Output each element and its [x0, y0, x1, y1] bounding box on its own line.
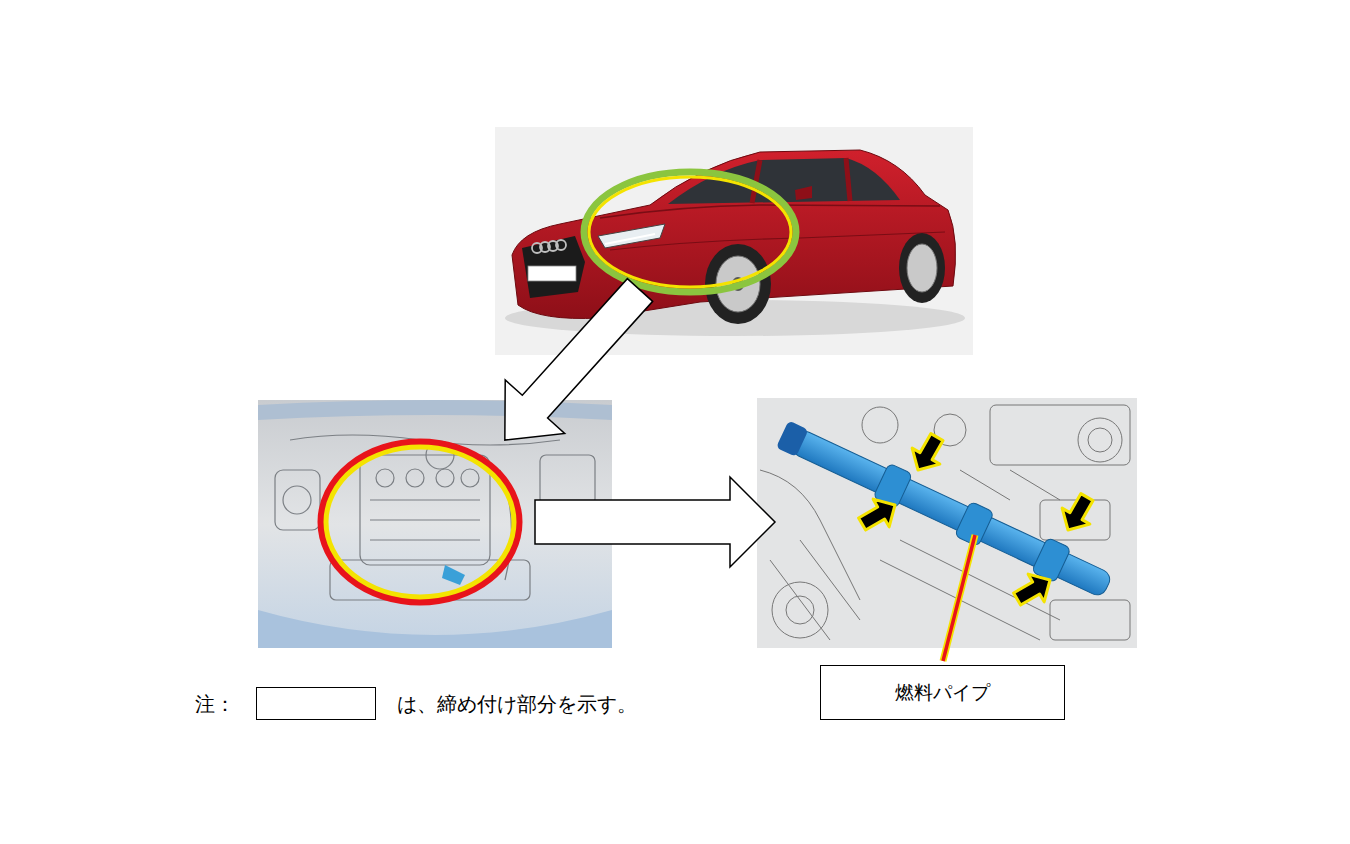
leader-line: [943, 535, 975, 661]
tightening-arrow: [1009, 566, 1058, 613]
fuel-pipe-picture: [760, 405, 1130, 640]
flow-arrow: [475, 263, 775, 567]
engine-bay-picture: [436, 469, 454, 487]
engine-bay-picture: [360, 455, 490, 565]
car-photo: [795, 186, 812, 200]
car-photo: [512, 150, 956, 318]
engine-bay-picture: [321, 442, 519, 602]
car-photo: [556, 240, 566, 250]
car-photo: [589, 177, 791, 287]
engine-bay-picture: [370, 500, 480, 540]
engine-bay-picture: [283, 486, 311, 514]
fuel-pipe-picture: [776, 420, 809, 456]
engine-bay-picture: [326, 447, 514, 597]
car-photo: [528, 266, 576, 281]
fuel-pipe-picture: [1078, 418, 1122, 462]
fuel-pipe-picture: [789, 428, 1112, 598]
car-photo: [899, 233, 945, 303]
car-photo: [495, 127, 973, 355]
fuel-pipe-picture: [757, 398, 1137, 648]
fuel-pipe-picture: [990, 405, 1130, 465]
legend-text: は、締め付け部分を示す。: [397, 692, 637, 716]
fuel-pipe-picture: [770, 540, 860, 640]
tightening-arrow: [904, 429, 951, 478]
legend-swatch: [256, 687, 376, 720]
fuel-pipe-picture: [760, 470, 860, 600]
part-name: 燃料パイプ: [895, 681, 990, 704]
leader-line: [943, 535, 975, 661]
fuel-pipe-picture: [1050, 600, 1130, 640]
car-photo: [584, 172, 796, 292]
flow-arrow: [475, 263, 670, 467]
flow-arrow: [535, 477, 775, 567]
engine-bay-picture: [406, 469, 424, 487]
engine-bay-picture: [376, 469, 394, 487]
fuel-pipe-picture: [862, 407, 898, 443]
engine-bay-picture: [540, 455, 595, 505]
leader-line: [943, 535, 975, 661]
engine-bay-picture: [275, 470, 320, 530]
car-photo: [532, 240, 566, 253]
engine-bay-picture: [258, 610, 612, 648]
car-photo: [522, 236, 585, 298]
fuel-pipe-picture: [960, 470, 1060, 500]
car-photo: [907, 244, 937, 292]
fuel-pipe-picture: [774, 417, 1115, 604]
tightening-arrow: [1054, 489, 1101, 538]
car-photo: [495, 127, 973, 355]
part-name-box: 燃料パイプ: [820, 665, 1065, 720]
car-photo: [600, 205, 940, 218]
tightening-arrow: [854, 429, 1101, 613]
fuel-pipe-picture: [772, 582, 828, 638]
fuel-pipe-picture: [757, 398, 1137, 648]
engine-bay-picture: [442, 565, 465, 585]
engine-bay-picture: [461, 469, 479, 487]
fuel-pipe-picture: [786, 596, 814, 624]
fuel-pipe-picture: [1088, 428, 1112, 452]
tightening-arrow: [854, 491, 903, 538]
car-photo: [598, 224, 665, 248]
car-photo: [668, 158, 900, 204]
note-label: 注：: [195, 692, 235, 716]
car-photo: [605, 234, 655, 244]
